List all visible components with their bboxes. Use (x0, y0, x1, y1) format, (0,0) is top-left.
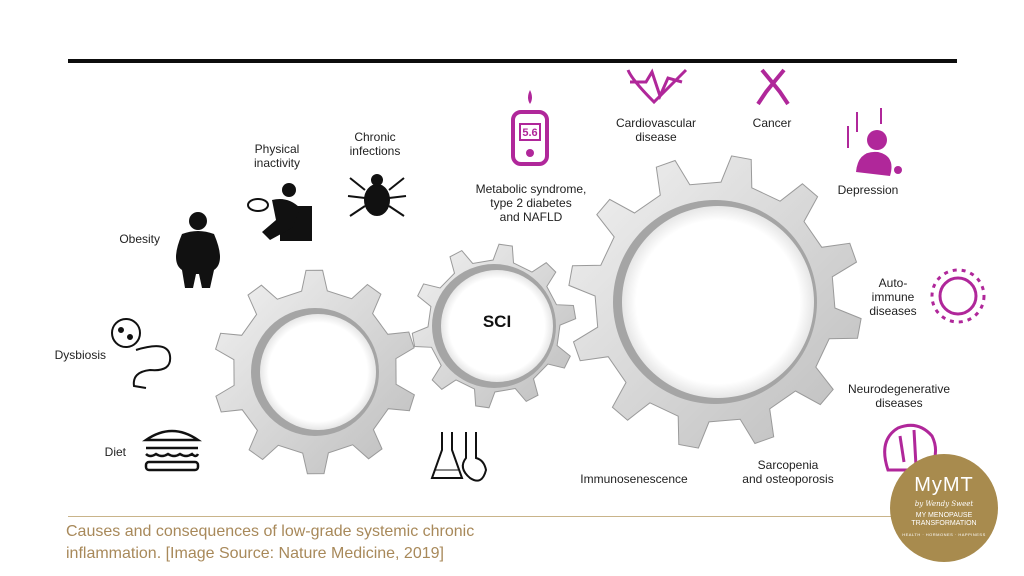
top-rule (68, 59, 957, 63)
glucometer-icon (511, 90, 549, 166)
label-sarcopenia: Sarcopenia and osteoporosis (742, 458, 834, 486)
diet-burger-icon (141, 429, 203, 472)
label-depression: Depression (837, 183, 899, 197)
gear-left-hub (260, 314, 376, 430)
caption-divider (68, 516, 898, 517)
obesity-icon (176, 212, 220, 288)
logo-subtitle: MY MENOPAUSE TRANSFORMATION (890, 512, 998, 528)
glucometer-reading: 5.6 (522, 127, 538, 139)
mymt-logo: MyMT by Wendy Sweet MY MENOPAUSE TRANSFO… (890, 454, 998, 562)
physical-inactivity-icon (247, 183, 312, 241)
logo-line1: MY MENOPAUSE (915, 512, 973, 519)
logo-tagline: HEALTH · HORMONES · HAPPINESS (902, 532, 986, 537)
label-chronic-infections: Chronic infections (349, 130, 401, 158)
tick-icon (347, 174, 407, 217)
logo-line2: TRANSFORMATION (911, 520, 977, 527)
label-cardiovascular: Cardiovascular disease (615, 116, 697, 144)
cardiovascular-icon (626, 68, 688, 105)
label-metabolic: Metabolic syndrome, type 2 diabetes and … (475, 182, 587, 224)
depression-icon (847, 108, 902, 176)
center-label-sci: SCI (482, 312, 512, 331)
dysbiosis-icon (111, 318, 172, 389)
gear-right-hub (622, 206, 814, 398)
label-diet: Diet (104, 445, 126, 459)
label-immunosenescence: Immunosenescence (580, 472, 688, 486)
gear-center-hub (441, 270, 553, 382)
flasks-icon (430, 432, 488, 482)
label-physical-inactivity: Physical inactivity (253, 142, 300, 170)
figure-caption: Causes and consequences of low-grade sys… (66, 523, 475, 562)
gears-group (215, 155, 862, 475)
label-cancer: Cancer (752, 116, 792, 130)
cancer-ribbon-icon (756, 68, 790, 106)
logo-name: MyMT (914, 474, 974, 496)
label-obesity: Obesity (119, 232, 160, 246)
label-autoimmune: Auto- immune diseases (869, 276, 917, 318)
autoimmune-icon (930, 268, 986, 324)
label-dysbiosis: Dysbiosis (54, 348, 106, 362)
logo-byline: by Wendy Sweet (914, 500, 974, 508)
label-neurodegenerative: Neurodegenerative diseases (847, 382, 951, 410)
